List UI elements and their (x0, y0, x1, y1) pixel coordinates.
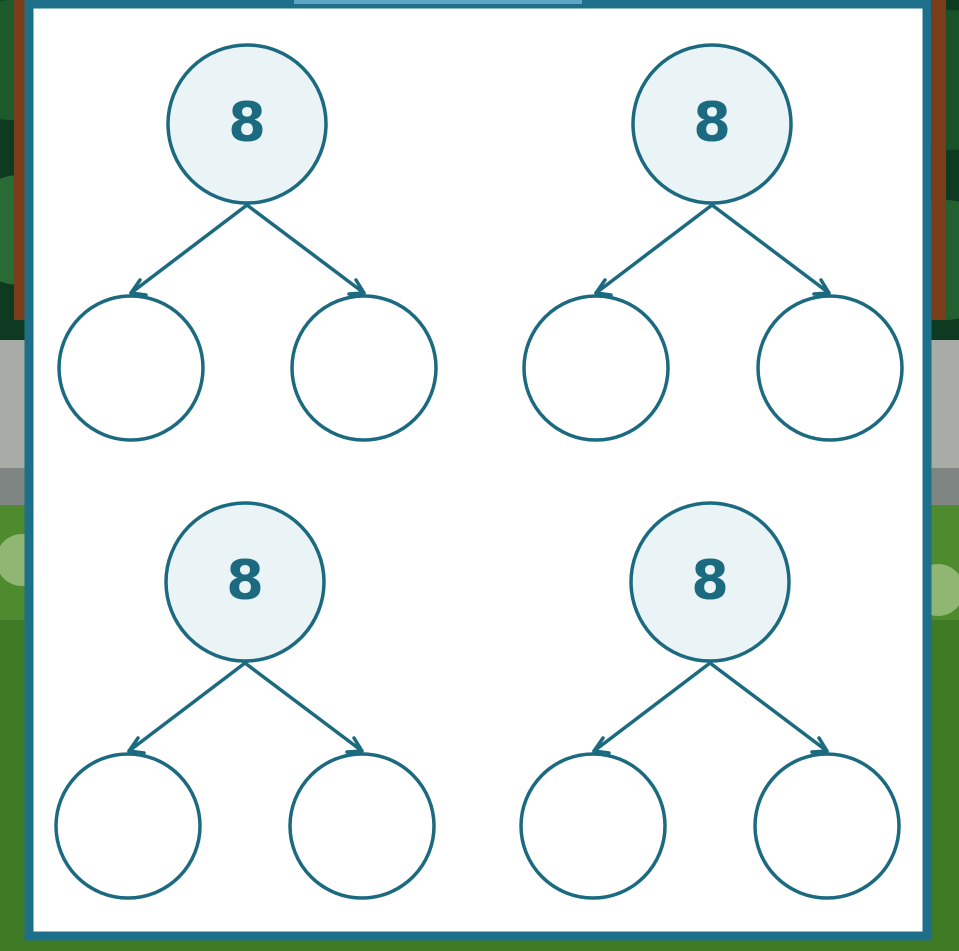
whole-circle (629, 501, 791, 663)
edge-left (127, 661, 247, 753)
number-bond-2: 8 (522, 43, 904, 442)
part-circle-left[interactable] (522, 294, 670, 442)
edge-right (245, 203, 366, 295)
whole-value: 8 (226, 549, 264, 612)
whole-circle (164, 501, 326, 663)
edge-right (708, 661, 829, 753)
whole-value: 8 (228, 91, 266, 154)
arrowhead-left (127, 736, 146, 755)
part-circle-right[interactable] (290, 294, 438, 442)
top-tab (294, 0, 582, 4)
arrowhead-right (347, 278, 366, 296)
number-bond-4: 8 (519, 501, 901, 900)
arrowhead-right (812, 278, 831, 296)
whole-circle (631, 43, 793, 205)
part-circle-right[interactable] (288, 752, 436, 900)
whole-circle (166, 43, 328, 205)
edge-right (710, 203, 831, 295)
edge-left (129, 203, 249, 295)
arrowhead-right (810, 736, 829, 754)
edge-right (243, 661, 364, 753)
part-circle-right[interactable] (753, 752, 901, 900)
number-bond-3: 8 (54, 501, 436, 900)
number-bond-1: 8 (57, 43, 438, 442)
arrowhead-left (594, 278, 613, 297)
edge-left (592, 661, 712, 753)
whole-value: 8 (691, 549, 729, 612)
arrowhead-left (129, 278, 148, 297)
whole-value: 8 (693, 91, 731, 154)
part-circle-left[interactable] (519, 752, 667, 900)
part-circle-left[interactable] (57, 294, 205, 442)
edge-left (594, 203, 714, 295)
part-circle-left[interactable] (54, 752, 202, 900)
part-circle-right[interactable] (756, 294, 904, 442)
arrowhead-right (345, 736, 364, 754)
arrowhead-left (592, 736, 611, 755)
